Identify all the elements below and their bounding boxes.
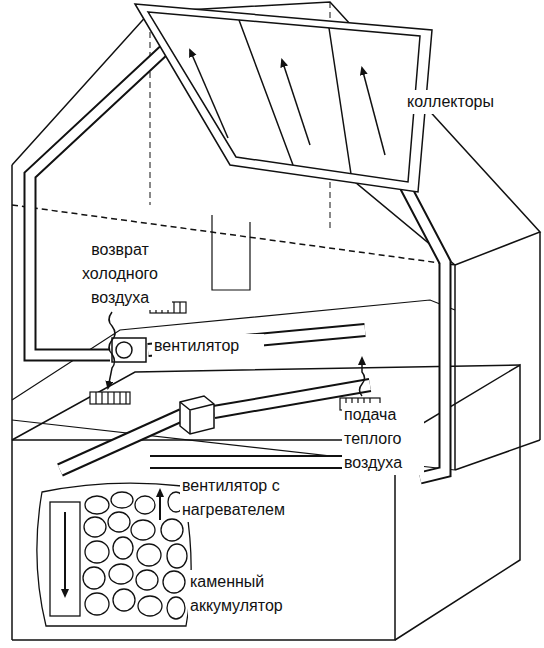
house-outline [12,2,540,640]
collector [135,4,432,192]
stone [138,596,162,616]
stone [85,496,109,514]
stone [85,593,109,615]
cutaway [37,483,191,626]
stone [85,541,109,563]
part-label: каменный аккумулятор [188,570,292,618]
air-arrows [108,312,365,396]
flow-arrow [362,68,385,155]
down-arrow [64,512,66,596]
flow-arrow [282,60,310,145]
rock-bed [37,483,191,626]
right-corner [454,265,456,470]
part-label: подача теплого воздуха [342,403,424,475]
stone [137,544,161,566]
panel-divider [239,20,351,174]
air-channel [50,502,80,616]
stone [111,492,133,508]
duct-outer [30,40,175,355]
stone [135,496,155,514]
vent-grille [90,392,130,404]
ground-line [455,440,540,470]
vents [90,302,380,410]
flow-arrow [190,50,228,138]
stone [84,517,106,537]
back-corner [539,232,541,440]
stones [83,492,187,619]
up-arrow [159,490,161,520]
cold-air-arrow [108,312,115,388]
heater-fan-edge [180,402,214,434]
stone [109,564,133,584]
heater-fan-body [180,396,214,434]
stone [113,537,133,559]
stone [83,567,105,589]
stone [113,589,135,611]
left-wall [11,165,13,640]
stone [163,571,185,593]
warm-air-arrow [360,358,365,396]
fan-body [112,338,146,362]
stone [167,597,185,619]
duct-inner [30,40,175,355]
stone [108,512,130,532]
collector-frame [135,4,432,192]
part-label: вентилятор с нагревателем [180,474,312,522]
fan-wheel [116,342,132,358]
interior-door [212,215,250,290]
vent-slats [96,392,126,404]
stone [131,520,155,540]
part-label: возврат холодного воздуха [68,238,172,310]
stone [167,544,187,568]
part-label: коллекторы [405,90,530,114]
part-label: вентилятор [152,334,264,358]
stone [161,519,183,541]
stone [136,570,158,590]
collector-inner [148,12,420,182]
